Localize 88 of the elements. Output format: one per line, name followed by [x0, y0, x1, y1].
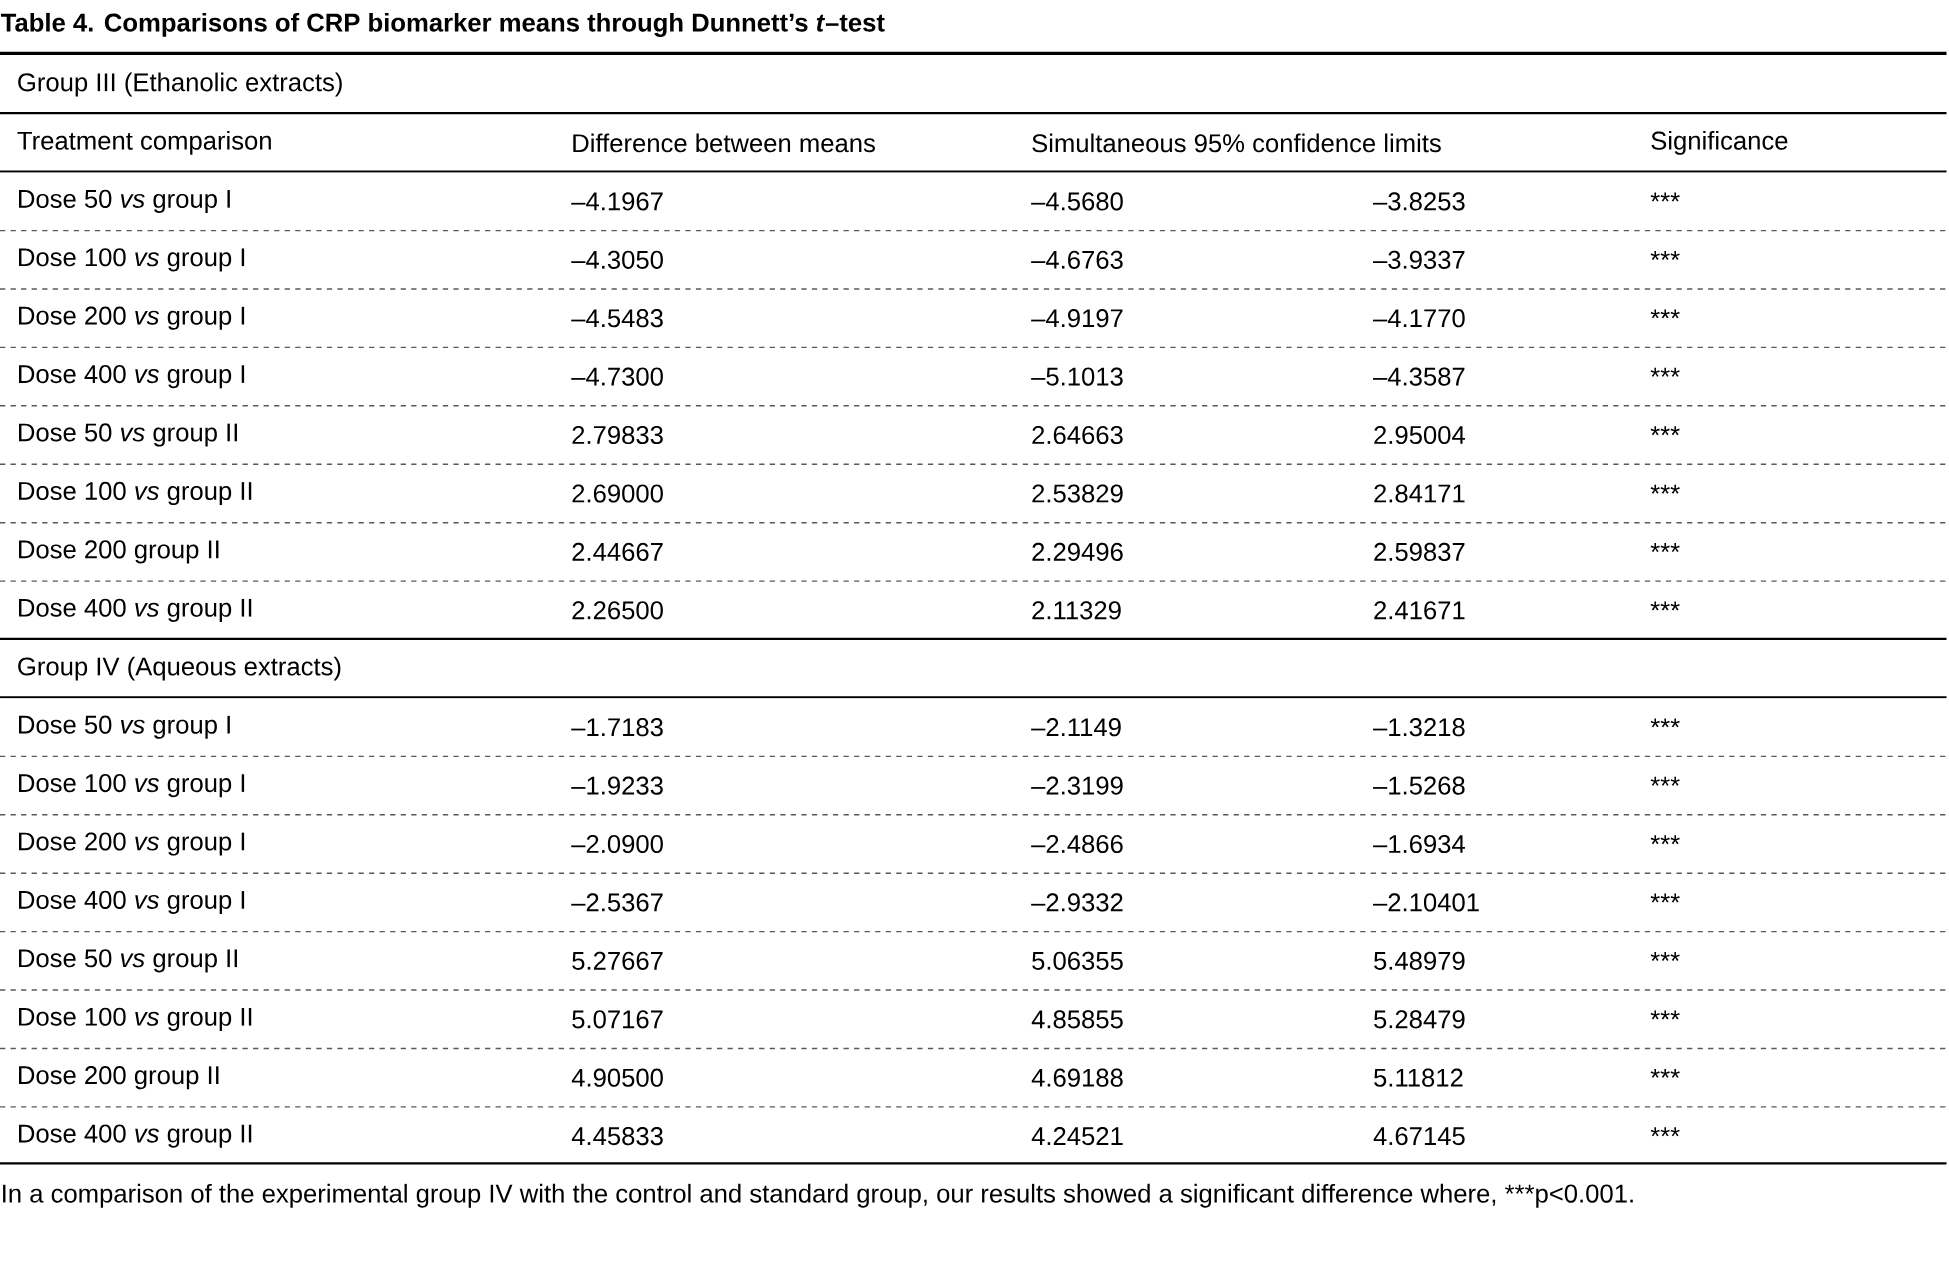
table-cell: *** [1650, 367, 1680, 377]
table-cell: *** [1650, 1010, 1680, 1020]
column-header: Significance [1651, 130, 1788, 155]
table-cell: Dose 100 vs group I [19, 774, 245, 798]
table-cell: –5.1013 [1031, 367, 1123, 386]
table-cell: Dose 50 vs group II [19, 949, 237, 973]
table-cell: *** [1650, 1127, 1680, 1137]
group-heading: Group IV (Aqueous extracts) [18, 656, 341, 681]
table-cell: –3.9337 [1373, 250, 1465, 269]
table-cell: –4.9197 [1031, 309, 1123, 328]
table-cell: 2.69000 [572, 484, 663, 503]
table-cell: 4.24521 [1031, 1127, 1123, 1146]
table-cell: –2.0900 [571, 834, 663, 854]
table-cell: 4.90500 [571, 1068, 663, 1087]
table-cell: 2.41671 [1374, 601, 1465, 620]
table-cell: Dose 50 vs group I [19, 189, 230, 213]
table-note: In a comparison of the experimental group IV with the control and standard group, our results showed a significant difference where, ***p<0.001. [3, 1183, 1633, 1208]
table-cell: –4.7300 [571, 367, 663, 386]
table-cell: Dose 400 vs group II [19, 598, 252, 622]
table-cell: *** [1650, 776, 1680, 786]
table-cell: –1.7183 [571, 718, 663, 737]
table-cell: –4.3587 [1373, 367, 1465, 386]
table-cell: *** [1650, 484, 1680, 494]
table-cell: 2.53829 [1032, 484, 1123, 503]
table-cell: Dose 400 vs group II [19, 1124, 252, 1148]
table-cell: 5.07167 [572, 1010, 663, 1029]
table-cell: *** [1650, 426, 1680, 436]
table-cell: –4.5483 [571, 309, 663, 328]
table-cell: 5.28479 [1374, 1010, 1465, 1029]
table-cell: –4.5680 [1031, 192, 1123, 211]
table-cell: Dose 400 vs group I [19, 890, 245, 914]
table-cell: 2.95004 [1374, 425, 1465, 445]
table-cell: –2.5367 [571, 893, 663, 912]
table-cell: *** [1650, 952, 1680, 961]
table-cell: *** [1650, 192, 1680, 202]
table-cell: *** [1650, 309, 1680, 319]
table-cell: 2.59837 [1374, 542, 1465, 561]
table-cell: 4.67145 [1373, 1127, 1465, 1146]
table-cell: –2.3199 [1031, 776, 1123, 795]
table-cell: –4.1967 [571, 192, 663, 211]
table-cell: –1.6934 [1373, 834, 1465, 854]
table-cell: 4.45833 [571, 1127, 663, 1146]
table-cell: –2.10401 [1373, 893, 1479, 912]
table-cell: Dose 100 vs group I [19, 248, 245, 272]
table-cell: –4.3050 [571, 250, 663, 269]
table-cell: Dose 200 group II [19, 1066, 219, 1090]
group-heading: Group III (Ethanolic extracts) [18, 72, 342, 97]
table-cell: 5.48979 [1374, 951, 1465, 970]
table-cell: 5.06355 [1032, 951, 1123, 970]
table-cell: –3.8253 [1373, 192, 1465, 211]
table-cell: –1.3218 [1373, 718, 1465, 737]
table-cell: 5.11812 [1374, 1068, 1463, 1087]
table-cell: Dose 200 vs group I [19, 306, 245, 330]
table-cell: *** [1650, 543, 1680, 553]
table-cell: Dose 100 vs group II [19, 1007, 252, 1031]
table-cell: –2.4866 [1031, 834, 1123, 854]
table-cell: 2.11329 [1032, 601, 1121, 620]
table-cell: 5.27667 [572, 951, 663, 970]
table-cell: *** [1650, 718, 1680, 728]
table-cell: 4.69188 [1031, 1068, 1123, 1087]
table-cell: 2.29496 [1032, 542, 1123, 561]
table-cell: Dose 200 vs group I [19, 832, 245, 856]
table-cell: 2.84171 [1374, 484, 1465, 503]
table-cell: –1.5268 [1373, 776, 1465, 795]
table-cell: –2.9332 [1031, 893, 1123, 912]
table-cell: *** [1650, 893, 1680, 903]
table-cell: *** [1650, 601, 1680, 611]
table-cell: 2.79833 [572, 425, 663, 445]
table-cell: –1.9233 [571, 776, 663, 795]
table-title: Table 4. Comparisons of CRP biomarker means through Dunnett’s t–test [1, 12, 885, 37]
column-header: Treatment comparison [17, 130, 271, 155]
column-header: Simultaneous 95% confidence limits [1032, 133, 1441, 153]
table-cell: 4.85855 [1031, 1010, 1123, 1029]
table-cell: Dose 200 group II [19, 540, 219, 564]
table-cell: 2.64663 [1032, 425, 1123, 445]
table-cell: *** [1650, 835, 1680, 845]
table-cell: –4.6763 [1031, 250, 1123, 269]
table-cell: Dose 50 vs group II [19, 423, 237, 447]
table-cell: Dose 100 vs group II [19, 481, 252, 506]
table-cell: –4.1770 [1373, 309, 1465, 328]
table-cell: Dose 50 vs group I [19, 715, 230, 739]
column-header: Difference between means [573, 133, 875, 153]
table-cell: *** [1650, 251, 1680, 260]
table-cell: Dose 400 vs group I [19, 364, 245, 389]
table-cell: *** [1650, 1068, 1680, 1078]
table-cell: 2.44667 [572, 542, 663, 561]
table-cell: 2.26500 [572, 601, 663, 620]
table-cell: –2.1149 [1031, 718, 1121, 737]
